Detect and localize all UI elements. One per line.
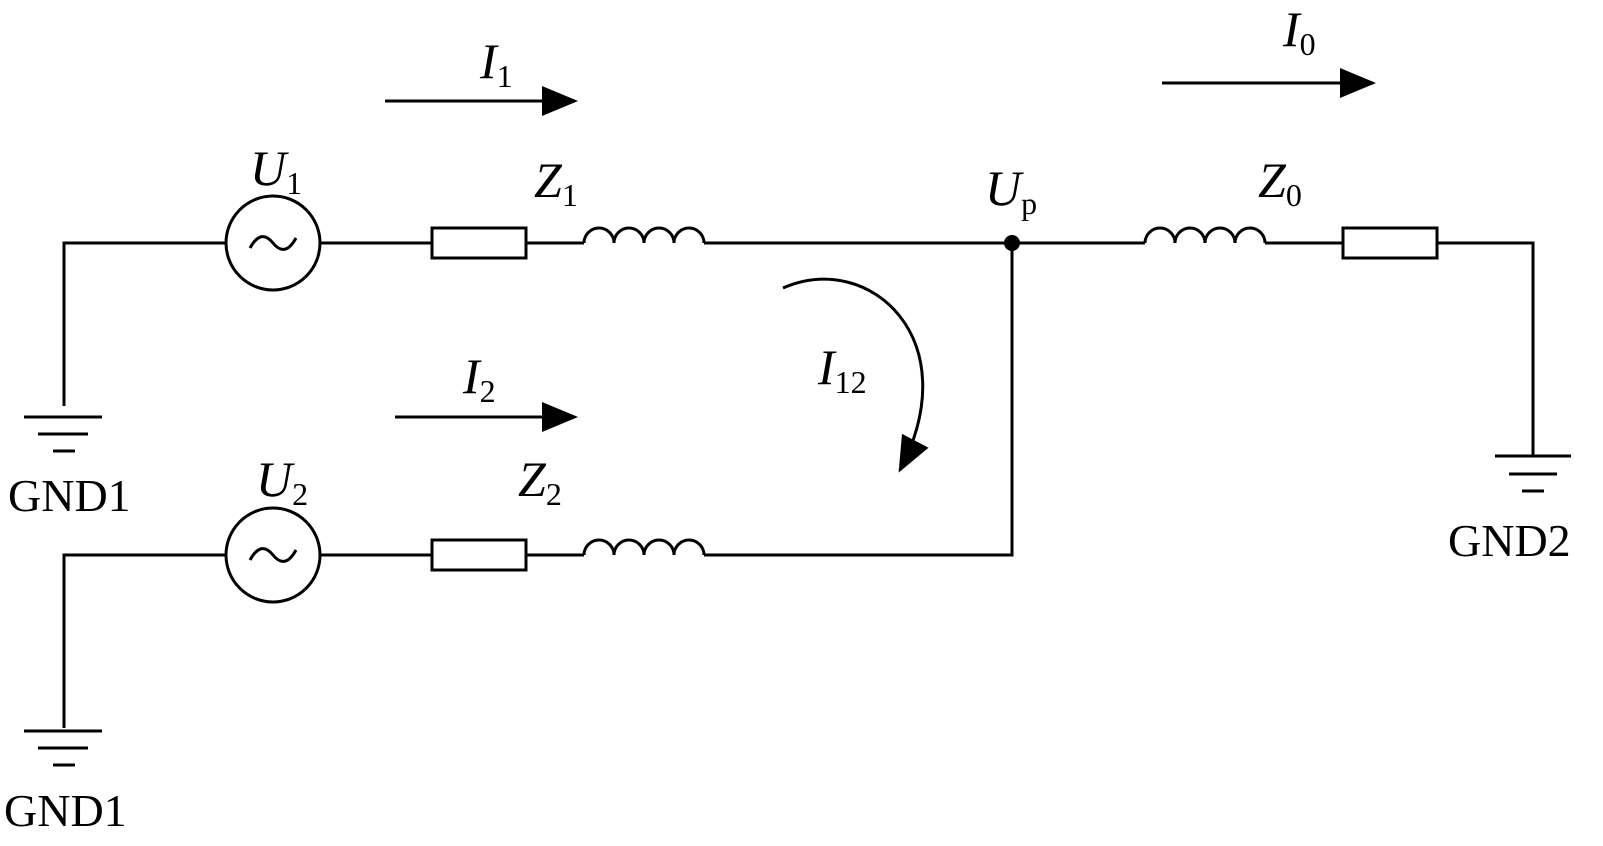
label-i0: I0 [1282,1,1316,62]
label-i2: I2 [462,348,496,409]
resistor-z2-icon [430,538,528,572]
resistor-z0-icon [1341,226,1439,260]
ground-gnd2-icon [1495,454,1571,493]
label-z0: Z0 [1258,152,1302,213]
label-z2: Z2 [518,451,562,512]
inductor-z2-icon [582,538,706,556]
label-up: Up [985,160,1037,221]
branch-0 [1012,226,1535,455]
inductor-z1-icon [582,226,706,244]
label-z1: Z1 [534,152,578,213]
label-gnd2: GND2 [1448,515,1571,566]
ground-gnd1-top-icon [24,415,102,453]
branch-1-wire-left [62,241,226,406]
resistor-z1-icon [430,226,528,260]
branch-1 [62,194,1012,406]
branch-2-wire-left [62,553,226,728]
label-gnd1-top: GND1 [8,470,131,521]
source-u2-icon [224,506,322,604]
label-i12: I12 [817,339,867,400]
branch-2-wire-right [704,243,1014,557]
source-u1-icon [224,194,322,292]
label-u2: U2 [256,451,308,512]
branch-2 [62,243,1014,728]
branch-0-wire-right [1437,241,1535,455]
label-i1: I1 [479,33,513,94]
inductor-z0-icon [1143,226,1267,244]
label-u1: U1 [250,140,302,201]
circulating-arrow-i12-icon [782,277,929,473]
label-gnd1-bottom: GND1 [4,785,127,836]
ground-gnd1-bottom-icon [24,729,102,767]
